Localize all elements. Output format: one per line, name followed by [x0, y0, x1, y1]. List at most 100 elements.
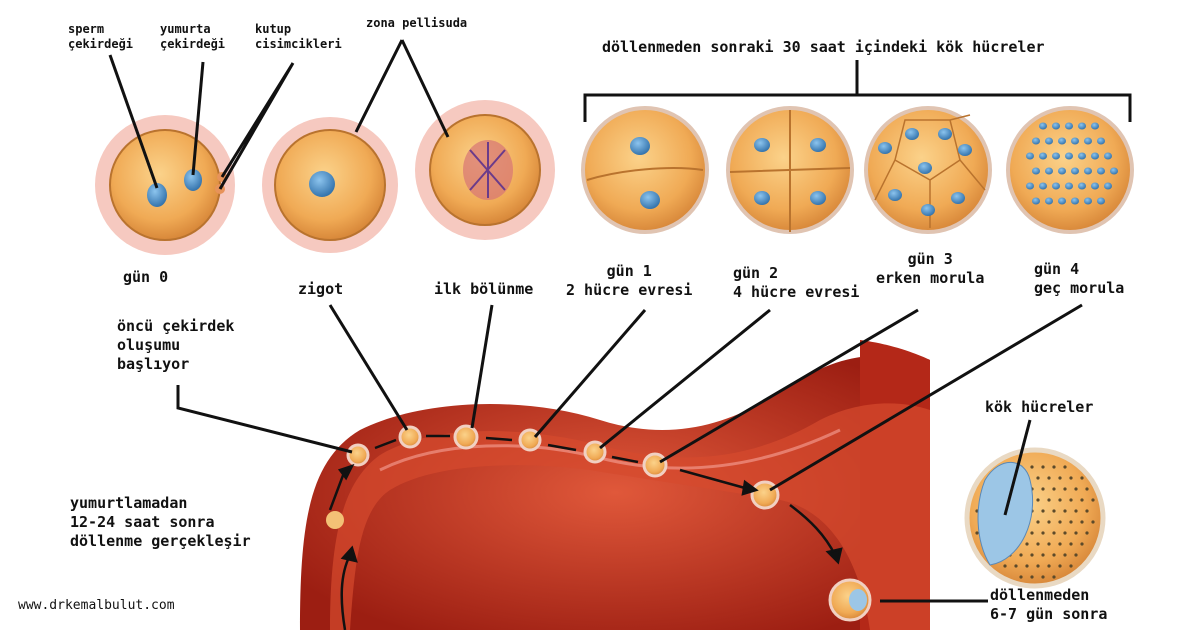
- blastocyst-dot: [975, 531, 979, 535]
- blastocyst-dot: [1058, 542, 1062, 546]
- morula-nucleus: [1071, 197, 1079, 205]
- blastocyst-dot: [1085, 487, 1089, 491]
- morula-nucleus: [1104, 152, 1112, 160]
- morula-nucleus: [1026, 182, 1034, 190]
- blastocyst-dot: [1041, 509, 1045, 513]
- morula-nucleus: [1065, 182, 1073, 190]
- sperm-pointer-line: [108, 54, 159, 189]
- blastocyst-dot: [1080, 476, 1084, 480]
- blastocyst-dot: [1069, 520, 1073, 524]
- blastocyst-dot: [1052, 509, 1056, 513]
- zygote-egg: [262, 117, 398, 253]
- blastocyst-dot: [1080, 542, 1084, 546]
- four-cell-embryo: [726, 106, 854, 234]
- morula-nucleus: [1058, 167, 1066, 175]
- morula-nucleus: [1032, 137, 1040, 145]
- blastocyst-dot: [1058, 476, 1062, 480]
- pronucleus-pointer-line: [176, 385, 353, 454]
- header-bracket: [583, 60, 1132, 122]
- morula-nucleus: [1097, 167, 1105, 175]
- morula-nucleus: [1091, 122, 1099, 130]
- morula-nucleus: [1065, 152, 1073, 160]
- blastocyst-dot: [1025, 564, 1029, 568]
- morula-nucleus: [1097, 137, 1105, 145]
- blastocyst-dot: [1036, 520, 1040, 524]
- blastocyst-dot: [1019, 553, 1023, 557]
- watermark: www.drkemalbulut.com: [18, 598, 175, 613]
- blastocyst-dot: [1085, 531, 1089, 535]
- egg-nucleus-label: yumurta çekirdeği: [160, 22, 226, 51]
- header-label: döllenmeden sonraki 30 saat içindeki kök…: [602, 38, 1045, 56]
- blastocyst-dot: [1025, 542, 1029, 546]
- morula-nucleus: [1052, 152, 1060, 160]
- morula-nucleus: [1084, 167, 1092, 175]
- first-division-pointer-line: [470, 304, 494, 429]
- day0-egg: [95, 115, 235, 255]
- blastocyst-dot: [1058, 564, 1062, 568]
- blastocyst-dot: [1030, 465, 1034, 469]
- polar-bodies-label: kutup cisimcikleri: [255, 22, 342, 51]
- zygote-pointer-line: [328, 304, 409, 431]
- morula-nucleus: [1104, 182, 1112, 190]
- morula-nucleus: [1039, 152, 1047, 160]
- blastocyst-dot: [1052, 575, 1056, 579]
- morula-nucleus: [1084, 197, 1092, 205]
- blastocyst-dot: [1080, 498, 1084, 502]
- blastocyst-dot: [1047, 476, 1051, 480]
- morula-nucleus: [1097, 197, 1105, 205]
- blastocyst-dot: [1036, 564, 1040, 568]
- blastocyst-dot: [1069, 542, 1073, 546]
- first-division-egg: [415, 100, 555, 240]
- morula-nucleus: [1058, 137, 1066, 145]
- blastocyst-dot: [1069, 564, 1073, 568]
- blastocyst-dot: [1069, 476, 1073, 480]
- blastocyst-dot: [1091, 520, 1095, 524]
- zona-pointer-lines: [354, 39, 450, 138]
- day2-label: gün 2 4 hücre evresi: [733, 264, 860, 301]
- morula-nucleus: [1039, 122, 1047, 130]
- blastocyst-dot: [1063, 487, 1067, 491]
- tube-arrows: [328, 434, 843, 631]
- blastocyst-dot: [1047, 498, 1051, 502]
- morula-nucleus: [1026, 152, 1034, 160]
- morula-nucleus: [1084, 137, 1092, 145]
- blastocyst-dot: [1063, 509, 1067, 513]
- blastocyst-dot: [1074, 509, 1078, 513]
- blastocyst-dot: [1058, 520, 1062, 524]
- morula-nucleus: [1032, 197, 1040, 205]
- morula-nucleus: [1071, 167, 1079, 175]
- day3-pointer-line: [659, 308, 919, 464]
- zona-label: zona pellisuda: [366, 16, 468, 30]
- stem-cells-label: kök hücreler: [985, 398, 1094, 416]
- fallopian-tube: [300, 340, 930, 630]
- after-fert-label: döllenmeden 6-7 gün sonra: [990, 586, 1108, 623]
- day1-label: gün 1 2 hücre evresi: [566, 262, 693, 299]
- morula-nucleus: [1045, 137, 1053, 145]
- sperm-nucleus-label: sperm çekirdeği: [68, 22, 134, 51]
- blastocyst-dot: [1091, 498, 1095, 502]
- blastocyst-dot: [1047, 520, 1051, 524]
- blastocyst-dot: [1030, 575, 1034, 579]
- morula-nucleus: [1078, 182, 1086, 190]
- morula-nucleus: [1071, 137, 1079, 145]
- blastocyst-dot: [1069, 498, 1073, 502]
- early-morula: [864, 106, 992, 234]
- morula-nucleus: [1091, 152, 1099, 160]
- blastocyst-dot: [1052, 553, 1056, 557]
- blastocyst-dot: [1003, 564, 1007, 568]
- blastocyst-dot: [1063, 465, 1067, 469]
- pronucleus-label: öncü çekirdek oluşumu başlıyor: [117, 317, 235, 373]
- morula-nucleus: [1091, 182, 1099, 190]
- morula-nucleus: [1078, 152, 1086, 160]
- blastocyst-dot: [1052, 465, 1056, 469]
- blastocyst-dot: [1058, 498, 1062, 502]
- blastocyst-dot: [1074, 531, 1078, 535]
- blastocyst-dot: [1052, 531, 1056, 535]
- day3-label: gün 3 erken morula: [876, 250, 985, 287]
- first-division-label: ilk bölünme: [434, 280, 534, 298]
- day0-label: gün 0: [123, 268, 169, 286]
- blastocyst-dot: [1036, 476, 1040, 480]
- blastocyst-dot: [1074, 553, 1078, 557]
- morula-nucleus: [1058, 197, 1066, 205]
